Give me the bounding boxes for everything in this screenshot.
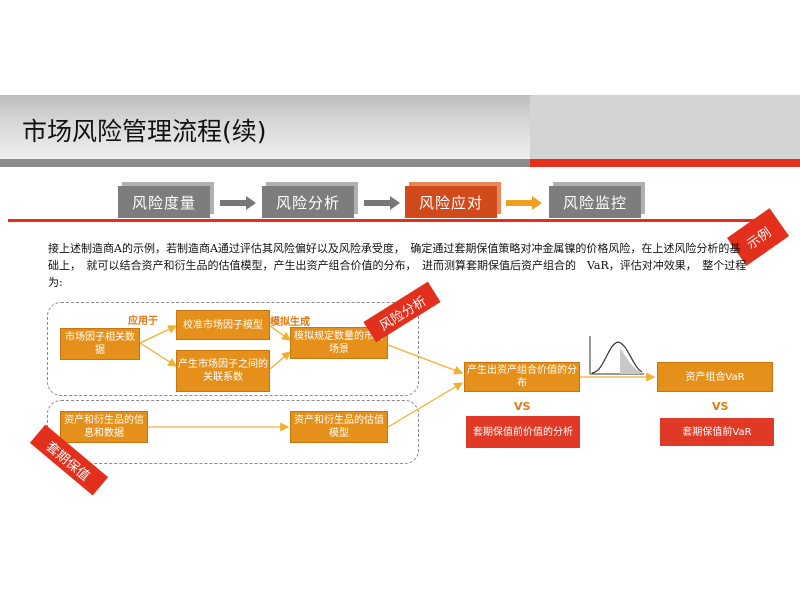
step-risk-analysis: 风险分析 [262,186,354,218]
step-risk-measurement: 风险度量 [118,186,210,218]
calibrate-model-box: 校准市场因子模型 [176,310,270,340]
apply-to-label: 应用于 [128,316,158,327]
asset-info-box: 资产和衍生品的信息和数据 [60,411,148,443]
arrow-right-icon [220,196,256,210]
section-divider [8,219,768,222]
pre-hedge-value-box: 套期保值前价值的分析 [466,416,580,448]
portfolio-var-box: 资产组合VaR [657,362,773,392]
pre-hedge-var-box: 套期保值前VaR [660,418,774,446]
title-underline-accent [530,159,800,167]
distribution-curve-icon [589,336,644,375]
step-label: 风险分析 [275,193,340,212]
valuation-model-box: 资产和衍生品的估值模型 [290,411,388,443]
vs-label: VS [514,400,531,413]
title-band-accent [530,95,800,159]
step-risk-monitoring: 风险监控 [549,186,641,218]
vs-label: VS [712,400,729,413]
market-factor-data-box: 市场因子相关数据 [60,328,140,360]
arrow-right-icon [364,196,400,210]
step-label: 风险度量 [131,193,196,212]
step-label: 风险监控 [562,193,627,212]
simulate-label: 模拟生成 [270,317,310,328]
step-risk-response: 风险应对 [405,186,497,218]
title-underline [0,159,530,167]
slide-title: 市场风险管理流程(续) [22,117,267,146]
intro-paragraph: 接上述制造商A的示例，若制造商A通过评估其风险偏好以及风险承受度， 确定通过套期… [48,242,747,289]
correlation-box: 产生市场因子之间的关联系数 [176,350,270,392]
arrow-right-icon [506,196,542,210]
step-label: 风险应对 [418,193,483,212]
risk-analysis-group [47,302,419,396]
portfolio-distribution-box: 产生出资产组合价值的分布 [464,362,580,392]
